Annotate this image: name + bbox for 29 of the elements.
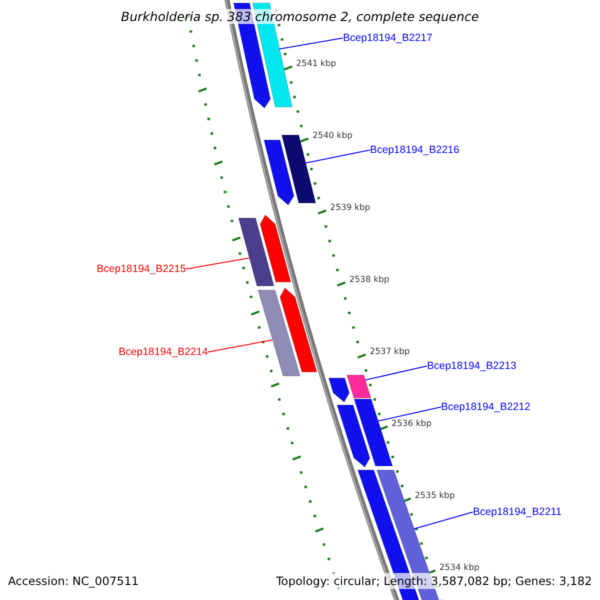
- gene-label: Bcep18194_B2215: [96, 263, 186, 275]
- scale-label: 2535 kbp: [414, 491, 455, 501]
- gene-block: [238, 218, 274, 286]
- gene-label: Bcep18194_B2213: [427, 360, 516, 372]
- gene-label: Bcep18194_B2217: [343, 32, 432, 44]
- scale-label: 2540 kbp: [312, 131, 353, 141]
- scale-label: 2536 kbp: [392, 419, 432, 429]
- gene-block: [280, 288, 318, 372]
- gene-block: [264, 140, 294, 206]
- leader-line: [378, 406, 442, 422]
- scale-label: 2538 kbp: [349, 275, 390, 285]
- gene-block: [336, 404, 370, 468]
- scale-label: 2534 kbp: [439, 563, 480, 573]
- leader-line: [208, 340, 273, 352]
- gene-block: [346, 374, 372, 398]
- accession-text: Accession: NC_007511: [6, 573, 141, 589]
- leader-line: [278, 38, 344, 50]
- gene-block: [354, 398, 393, 466]
- sequence-info-text: Topology: circular; Length: 3,587,082 bp; Genes: 3,182: [274, 573, 594, 589]
- leader-line: [413, 512, 474, 530]
- gene-label: Bcep18194_B2214: [118, 346, 208, 358]
- scale-label: 2537 kbp: [370, 347, 410, 357]
- gene-label: Bcep18194_B2211: [473, 506, 562, 518]
- gene-block: [258, 290, 301, 376]
- gene-label: Bcep18194_B2216: [370, 144, 460, 156]
- scale-label: 2539 kbp: [330, 203, 370, 213]
- gene-label: Bcep18194_B2212: [441, 401, 530, 413]
- gene-block: [260, 214, 292, 282]
- gene-block: [328, 378, 350, 402]
